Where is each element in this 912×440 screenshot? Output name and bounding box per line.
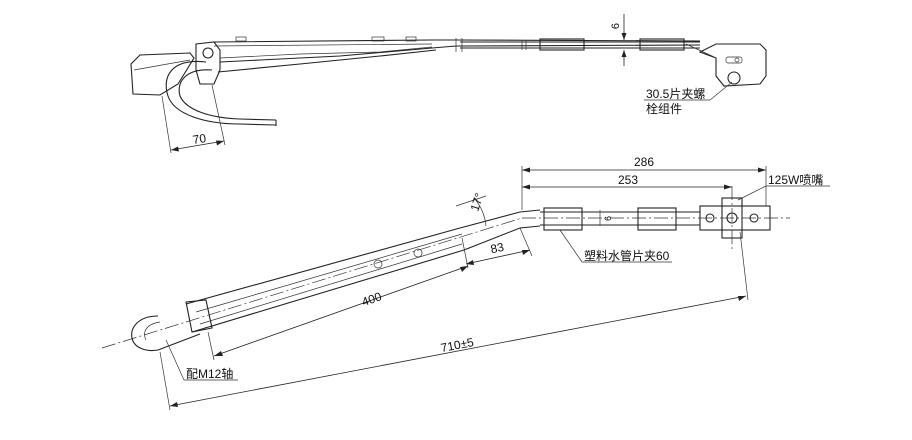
end-bracket: [699, 205, 771, 231]
clamp-2: [639, 38, 685, 51]
dim-253: 253: [618, 173, 638, 187]
bottom-view: 286 253 125W喷嘴 17° 83 400 塑料水管片夹60 6: [101, 155, 830, 411]
top-view: 6 70 30.5片夹螺 栓组件: [130, 14, 767, 154]
top-dim-70: 70: [192, 131, 208, 147]
shaft-note: 配M12轴: [186, 366, 233, 381]
bolt-note-line1: 30.5片夹螺: [646, 87, 705, 101]
dim-286: 286: [634, 155, 654, 169]
dim-small-6: 6: [603, 216, 613, 221]
dim-400: 400: [360, 289, 384, 309]
pivot-eye: [131, 315, 201, 352]
clamp-1: [539, 38, 585, 51]
pivot-head: [130, 52, 195, 96]
bolt-note-line2: 栓组件: [646, 101, 682, 116]
nozzle-note: 125W喷嘴: [768, 173, 823, 187]
arm-body: [185, 209, 541, 305]
top-dim-6: 6: [610, 23, 622, 29]
dim-710: 710±5: [440, 335, 476, 355]
end-block: [698, 43, 767, 87]
dim-83: 83: [489, 240, 505, 257]
hose-clamp-2: [637, 207, 677, 231]
bolt-circle: [727, 71, 741, 85]
pivot-bracket: [195, 41, 221, 85]
clamp-note: 塑料水管片夹60: [584, 248, 670, 263]
hose: [165, 60, 277, 126]
pivot-hole: [202, 47, 214, 59]
arm-body-top: [213, 39, 701, 43]
angle-17: 17°: [468, 191, 487, 213]
hose-clamp-1: [543, 207, 583, 231]
